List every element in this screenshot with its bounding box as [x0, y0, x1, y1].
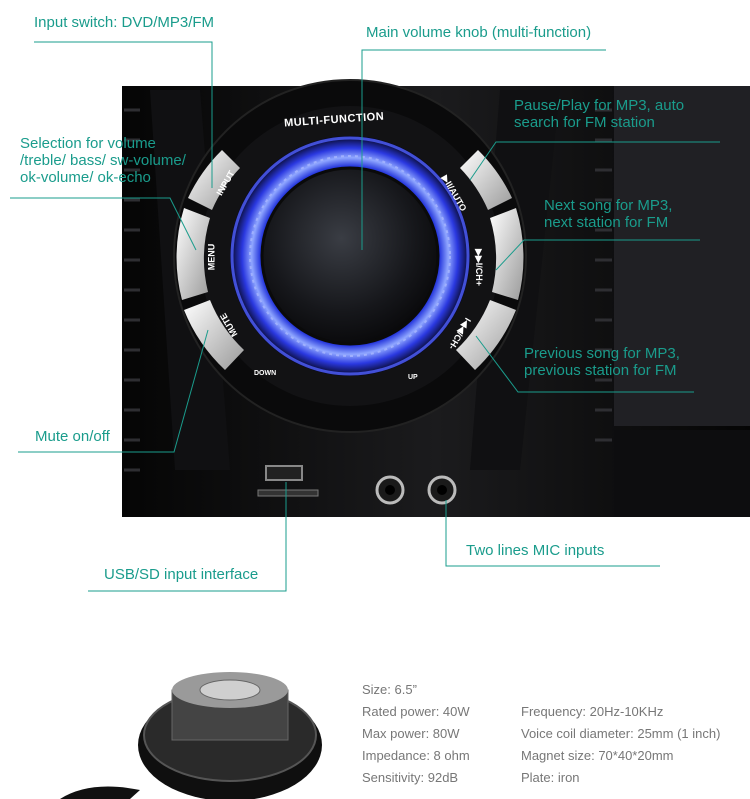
ch-plus-label: ▶▶I/CH+	[474, 248, 485, 287]
callout-selection-line1: Selection for volume	[20, 135, 156, 152]
down-label: DOWN	[254, 370, 277, 377]
callout-next-line2: next station for FM	[544, 214, 669, 231]
menu-button[interactable]	[176, 208, 210, 300]
spec-rated-power: Rated power: 40W	[362, 704, 470, 719]
play-auto-button[interactable]	[460, 150, 512, 210]
callout-usb: USB/SD input interface	[104, 566, 259, 583]
spec-size: Size: 6.5”	[362, 682, 417, 697]
callout-input-switch: Input switch: DVD/MP3/FM	[34, 14, 215, 31]
callout-pause-play-line2: search for FM station	[514, 114, 655, 131]
spec-impedance: Impedance: 8 ohm	[362, 748, 470, 763]
spec-voice-coil: Voice coil diameter: 25mm (1 inch)	[521, 726, 721, 741]
input-button[interactable]	[188, 150, 240, 210]
main-volume-knob[interactable]	[260, 166, 440, 346]
spec-magnet-size: Magnet size: 70*40*20mm	[521, 748, 674, 763]
sd-slot[interactable]	[257, 489, 319, 497]
mute-button[interactable]	[184, 300, 244, 370]
spec-frequency: Frequency: 20Hz-10KHz	[521, 704, 664, 719]
callout-mic: Two lines MIC inputs	[466, 542, 605, 559]
leader-lines	[10, 41, 720, 592]
spec-plate: Plate: iron	[521, 770, 580, 785]
callout-pause-play-line1: Pause/Play for MP3, auto	[514, 97, 685, 114]
ch-minus-button[interactable]	[456, 300, 516, 370]
callout-prev-line2: previous station for FM	[524, 362, 677, 379]
menu-label: MENU	[206, 243, 217, 271]
callout-selection-line3: ok-volume/ ok-echo	[20, 169, 151, 186]
spec-sensitivity: Sensitivity: 92dB	[362, 770, 459, 785]
up-label: UP	[408, 374, 418, 381]
callout-mute: Mute on/off	[35, 428, 110, 445]
callout-next-line1: Next song for MP3,	[544, 197, 673, 214]
spec-max-power: Max power: 80W	[362, 726, 460, 741]
woofer-image	[60, 672, 322, 799]
callout-prev-line1: Previous song for MP3,	[524, 345, 680, 362]
usb-port[interactable]	[265, 465, 303, 481]
callout-main-knob: Main volume knob (multi-function)	[366, 24, 592, 41]
callout-selection-line2: /treble/ bass/ sw-volume/	[20, 152, 186, 169]
ch-plus-button[interactable]	[490, 208, 524, 300]
